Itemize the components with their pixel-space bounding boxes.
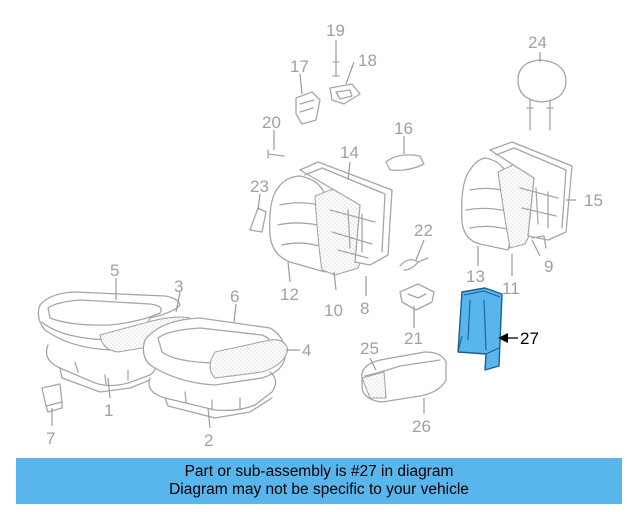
part-15-seat-back-frame	[489, 141, 573, 241]
parts-diagram: 5 3 6 4 1 2 7 8 9 10 11 12 13 14 15 16 1…	[37, 21, 603, 450]
part-23-bracket	[249, 207, 267, 233]
part-14-seat-back-frame	[299, 161, 393, 266]
callout-5: 5	[110, 261, 119, 280]
callout-12: 12	[280, 285, 299, 304]
callout-9: 9	[544, 257, 553, 276]
banner-line-2: Diagram may not be specific to your vehi…	[169, 481, 469, 498]
leader-27	[498, 333, 518, 343]
part-21-hinge	[399, 283, 435, 311]
callout-13: 13	[466, 267, 485, 286]
callout-14: 14	[340, 143, 359, 162]
callout-22: 22	[414, 221, 433, 240]
callout-7: 7	[46, 429, 55, 448]
leader-lines	[51, 40, 576, 429]
part-7-clip	[41, 383, 63, 413]
info-banner: Part or sub-assembly is #27 in diagram D…	[16, 458, 622, 504]
callout-6: 6	[230, 287, 239, 306]
callout-18: 18	[358, 51, 377, 70]
callout-21: 21	[404, 329, 423, 348]
part-17-latch	[295, 91, 321, 125]
part-19-pin	[332, 57, 340, 77]
part-9-latch	[531, 235, 547, 249]
callout-4: 4	[302, 341, 311, 360]
callout-27: 27	[520, 329, 539, 348]
callout-10: 10	[324, 301, 343, 320]
callout-19: 19	[326, 21, 345, 40]
callout-15: 15	[584, 191, 603, 210]
part-25-armrest	[361, 351, 447, 403]
callout-26: 26	[412, 417, 431, 436]
part-24-headrest	[517, 59, 567, 131]
callout-3: 3	[174, 277, 183, 296]
part-20-screw	[267, 149, 285, 159]
banner-line-1: Part or sub-assembly is #27 in diagram	[184, 463, 454, 480]
callout-23: 23	[250, 177, 269, 196]
callout-1: 1	[104, 401, 113, 420]
part-2-cushion-frame-right	[148, 371, 277, 419]
part-27-back-panel-highlighted	[457, 287, 503, 371]
part-1-cushion-frame-left	[45, 344, 156, 393]
callout-25: 25	[360, 339, 379, 358]
part-4-cushion-cover-right	[209, 339, 289, 379]
callout-8: 8	[360, 299, 369, 318]
part-16-cover	[385, 154, 425, 172]
callout-16: 16	[394, 119, 413, 138]
callout-17: 17	[290, 57, 309, 76]
callout-11: 11	[502, 279, 520, 298]
callout-20: 20	[262, 113, 281, 132]
callout-2: 2	[204, 431, 213, 450]
callout-24: 24	[528, 33, 547, 52]
part-18-bezel	[329, 83, 361, 105]
part-22-clip	[399, 257, 429, 271]
